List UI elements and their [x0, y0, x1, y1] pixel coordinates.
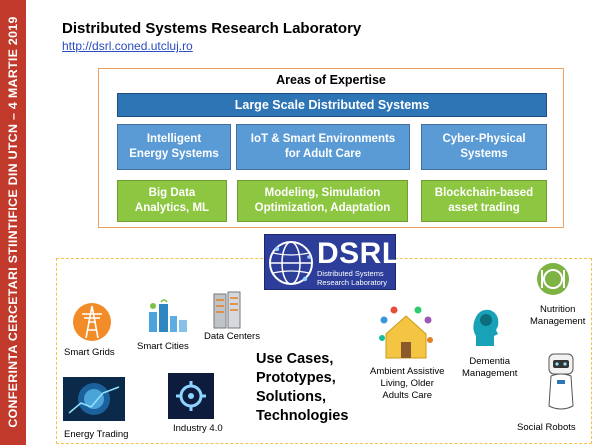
area-box-blockchain: Blockchain-based asset trading: [421, 180, 547, 222]
area-box-bigdata-line2: Analytics, ML: [134, 202, 210, 214]
dementia-label: Dementia Management: [462, 356, 517, 380]
use-cases-heading-line4: Technologies: [256, 408, 349, 424]
plate-cutlery-icon: [537, 263, 569, 295]
area-box-modeling-line1: Modeling, Simulation: [264, 187, 381, 200]
ambient-label-line3: Adults Care: [382, 389, 433, 401]
smart-cities-label: Smart Cities: [137, 341, 189, 352]
area-box-bigdata: Big Data Analytics, ML: [117, 180, 227, 222]
area-box-modeling: Modeling, Simulation Optimization, Adapt…: [237, 180, 408, 222]
energy-trading-label: Energy Trading: [64, 429, 129, 440]
main-area-label: Large Scale Distributed Systems: [234, 97, 430, 112]
area-box-iot-line1: IoT & Smart Environments: [250, 133, 396, 146]
area-box-bigdata-line1: Big Data: [148, 187, 196, 200]
logo-subtitle: Distributed Systems Research Laboratory: [317, 269, 395, 287]
use-cases-heading-line1: Use Cases,: [256, 351, 334, 367]
data-centers-label: Data Centers: [204, 331, 260, 342]
logo-subtitle-line2: Research Laboratory: [317, 278, 388, 287]
area-box-blockchain-line2: asset trading: [448, 202, 520, 214]
logo-text: DSRL: [317, 237, 401, 270]
area-box-cps: Cyber-Physical Systems: [421, 124, 547, 170]
area-box-cps-line2: Systems: [460, 148, 508, 160]
conference-banner-text: CONFERINTA CERCETARI STIINTIFICE DIN UTC…: [6, 16, 20, 428]
area-box-energy-line1: Intelligent: [146, 133, 202, 146]
use-cases-heading: Use Cases, Prototypes, Solutions, Techno…: [256, 350, 348, 426]
area-box-energy-line2: Energy Systems: [129, 148, 219, 160]
area-box-blockchain-line1: Blockchain-based: [434, 187, 534, 200]
ambient-living-label: Ambient Assistive Living, Older Adults C…: [370, 366, 444, 402]
head-brain-icon: [473, 309, 499, 346]
server-rack-icon: [213, 291, 241, 329]
use-cases-heading-line2: Prototypes,: [256, 370, 336, 386]
area-box-iot: IoT & Smart Environments for Adult Care: [236, 124, 410, 170]
industry-label: Industry 4.0: [173, 423, 223, 434]
area-box-cps-line1: Cyber-Physical: [442, 133, 526, 146]
social-robots-label: Social Robots: [517, 422, 576, 433]
areas-title: Areas of Expertise: [276, 73, 386, 87]
ambient-label-line1: Ambient Assistive: [370, 366, 445, 377]
globe-network-icon: [269, 241, 313, 285]
nutrition-label: Nutrition Management: [530, 304, 585, 328]
lab-title: Distributed Systems Research Laboratory: [62, 20, 362, 37]
area-box-energy: Intelligent Energy Systems: [117, 124, 231, 170]
area-box-modeling-line2: Optimization, Adaptation: [254, 202, 391, 214]
dementia-label-line1: Dementia: [469, 356, 511, 367]
use-cases-heading-line3: Solutions,: [256, 389, 327, 405]
main-area-box: Large Scale Distributed Systems: [117, 93, 547, 117]
smart-home-icon: [379, 306, 433, 359]
nutrition-label-line2: Management: [530, 315, 586, 327]
lab-url-link[interactable]: http://dsrl.coned.utcluj.ro: [62, 39, 193, 53]
power-tower-icon: [73, 303, 111, 341]
energy-trading-icon: [63, 377, 125, 421]
dsrl-logo: DSRL Distributed Systems Research Labora…: [264, 234, 400, 290]
industry-gear-icon: [168, 373, 214, 419]
dementia-label-line2: Management: [462, 367, 518, 379]
area-box-iot-line2: for Adult Care: [284, 148, 362, 160]
smart-grids-label: Smart Grids: [64, 347, 115, 358]
logo-subtitle-line1: Distributed Systems: [317, 269, 384, 278]
conference-sidebar: CONFERINTA CERCETARI STIINTIFICE DIN UTC…: [0, 0, 26, 445]
robot-icon: [548, 353, 574, 410]
ambient-label-line2: Living, Older: [380, 377, 434, 389]
nutrition-label-line1: Nutrition: [540, 304, 576, 315]
smart-city-icon: [149, 299, 187, 332]
